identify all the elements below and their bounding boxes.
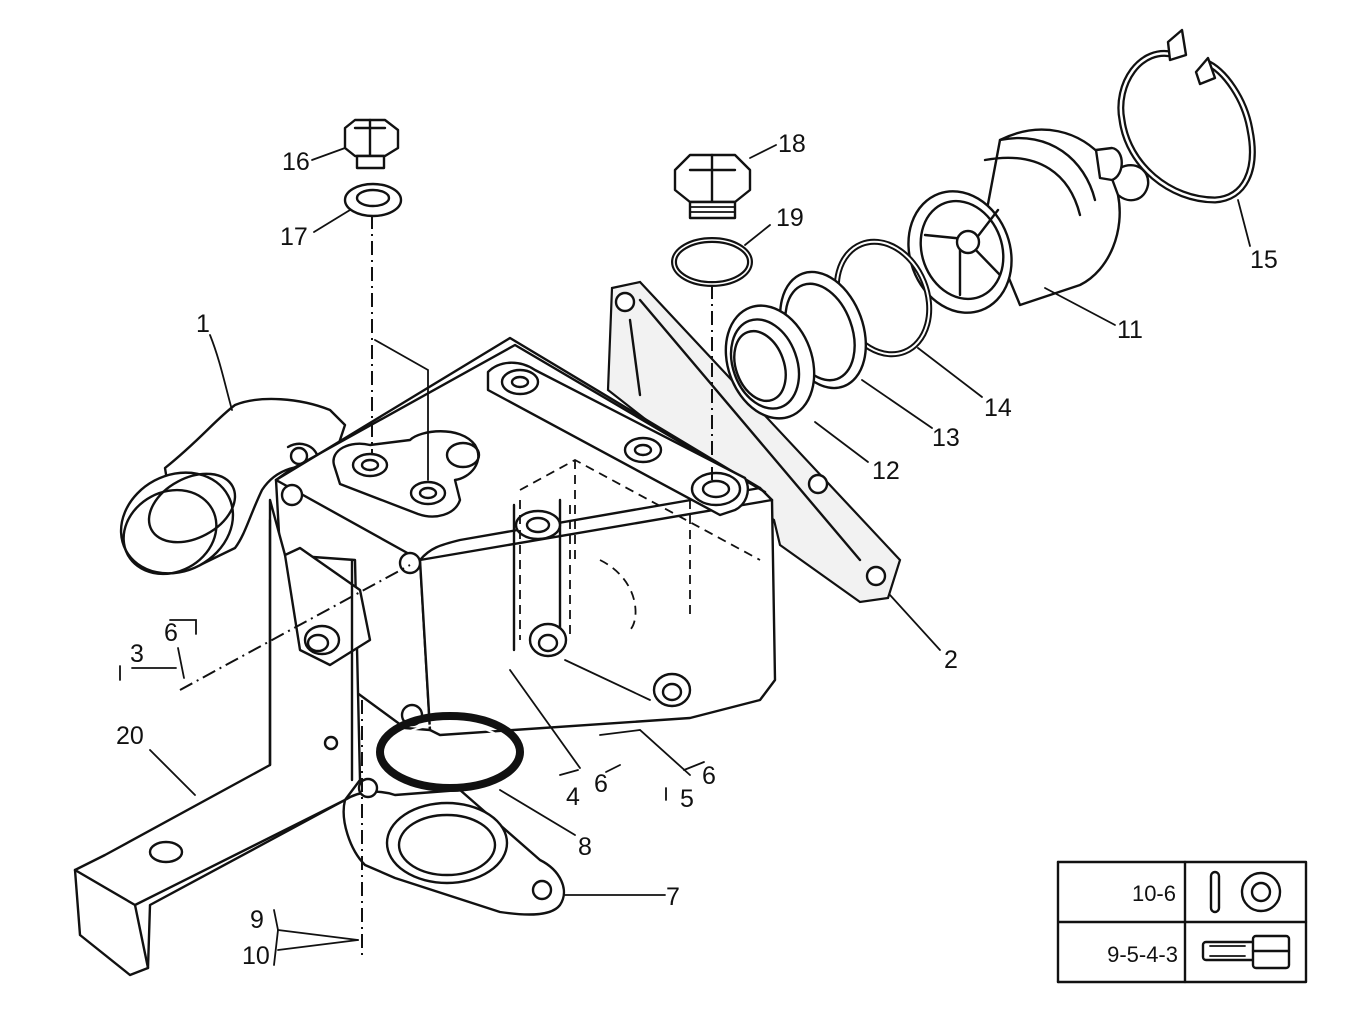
callout-6a: 6 <box>164 619 178 647</box>
callout-2: 2 <box>944 646 958 674</box>
washer-icon <box>1240 871 1282 913</box>
callout-6c: 6 <box>702 762 716 790</box>
callout-19: 19 <box>776 204 804 232</box>
callout-7: 7 <box>666 883 680 911</box>
callout-3: 3 <box>130 640 144 668</box>
callout-13: 13 <box>932 424 960 452</box>
callout-15: 15 <box>1250 246 1278 274</box>
seal-part-12 <box>724 304 816 420</box>
leader-lines <box>119 144 1251 966</box>
callout-labels: 1 2 3 4 5 6 6 6 7 8 9 10 11 12 13 14 15 … <box>116 130 1278 970</box>
callout-20: 20 <box>116 722 144 750</box>
outlet-flange-part-7 <box>342 777 566 916</box>
callout-16: 16 <box>282 148 310 176</box>
callout-18: 18 <box>778 130 806 158</box>
callout-8: 8 <box>578 833 592 861</box>
assembly-centerlines <box>179 215 713 955</box>
washer-part-17 <box>343 182 403 218</box>
snap-ring-part-15 <box>1117 28 1256 204</box>
table-row1-ref: 10-6 <box>1132 881 1176 906</box>
reference-table: 10-6 9-5-4-3 <box>1056 860 1308 984</box>
callout-5: 5 <box>680 785 694 813</box>
table-row2-ref: 9-5-4-3 <box>1107 942 1178 967</box>
callout-1: 1 <box>196 310 210 338</box>
washer-part-19 <box>671 237 753 287</box>
bracket-part-20 <box>73 498 372 977</box>
callout-12: 12 <box>872 457 900 485</box>
callout-4: 4 <box>566 783 580 811</box>
callout-6b: 6 <box>594 770 608 798</box>
callout-14: 14 <box>984 394 1012 422</box>
plug-part-16 <box>343 118 400 170</box>
callout-11: 11 <box>1117 316 1143 344</box>
o-ring-part-8 <box>376 712 524 792</box>
callout-17: 17 <box>280 223 308 251</box>
thermostat-part-11 <box>907 128 1150 314</box>
bolt-icon <box>1201 934 1291 970</box>
callout-10: 10 <box>242 942 270 970</box>
plug-part-18 <box>673 153 752 220</box>
pin-icon <box>1209 870 1221 914</box>
callout-9: 9 <box>250 906 264 934</box>
